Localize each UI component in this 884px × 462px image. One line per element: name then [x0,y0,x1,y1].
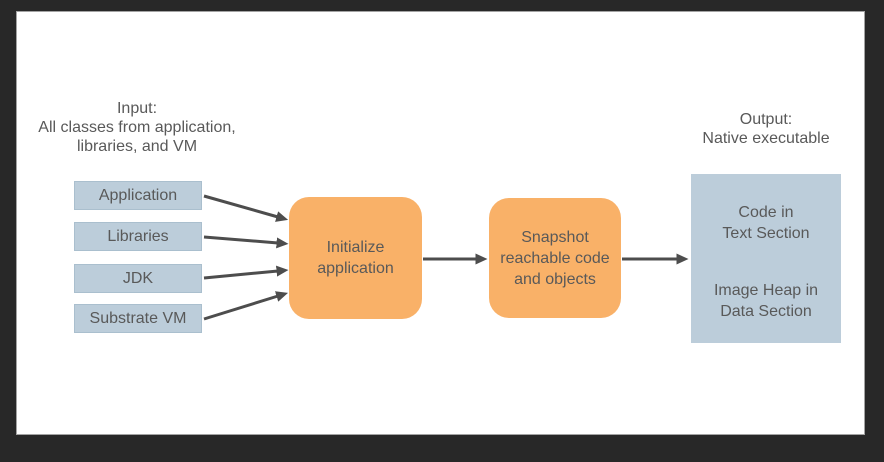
output-box-line: Data Section [720,303,812,320]
input-title-line: All classes from application, [38,119,236,136]
process-box-line: and objects [514,270,596,288]
input-box-jdk: JDK [74,264,202,293]
arrow-application-to-initialize [203,194,289,222]
process-box-line: Initialize [326,239,385,256]
process-box-initialize-application: Initialize application [289,197,422,319]
output-box-data-section: Image Heap in Data Section [691,280,841,322]
input-box-label: Application [98,186,178,204]
input-box-libraries: Libraries [74,222,202,251]
arrow-jdk-to-initialize [203,265,289,280]
input-title-line: libraries, and VM [76,138,198,155]
input-title-line: Input: [116,100,158,117]
input-box-label: Substrate VM [89,309,187,327]
output-box-line: Text Section [722,225,810,242]
arrow-substrate-vm-to-initialize [203,291,289,321]
slide-canvas: Input: All classes from application, lib… [16,11,865,435]
process-box-snapshot: Snapshot reachable code and objects [489,198,621,318]
output-box-native-executable: Code in Text Section Image Heap in Data … [691,174,841,343]
output-box-line: Code in [738,204,794,221]
output-title-line: Output: [739,111,793,128]
output-title-line: Native executable [702,130,830,147]
input-box-label: JDK [122,269,154,287]
output-box-text-section: Code in Text Section [691,202,841,244]
input-box-substrate-vm: Substrate VM [74,304,202,333]
output-title: Output: Native executable [676,110,856,148]
process-box-line: Snapshot [521,228,589,246]
output-box-line: Image Heap in [713,282,819,299]
process-box-line: reachable code [500,249,610,267]
arrow-libraries-to-initialize [203,235,289,249]
input-box-label: Libraries [107,227,169,245]
input-title: Input: All classes from application, lib… [27,99,247,156]
process-box-line: application [317,260,394,277]
input-box-application: Application [74,181,202,210]
